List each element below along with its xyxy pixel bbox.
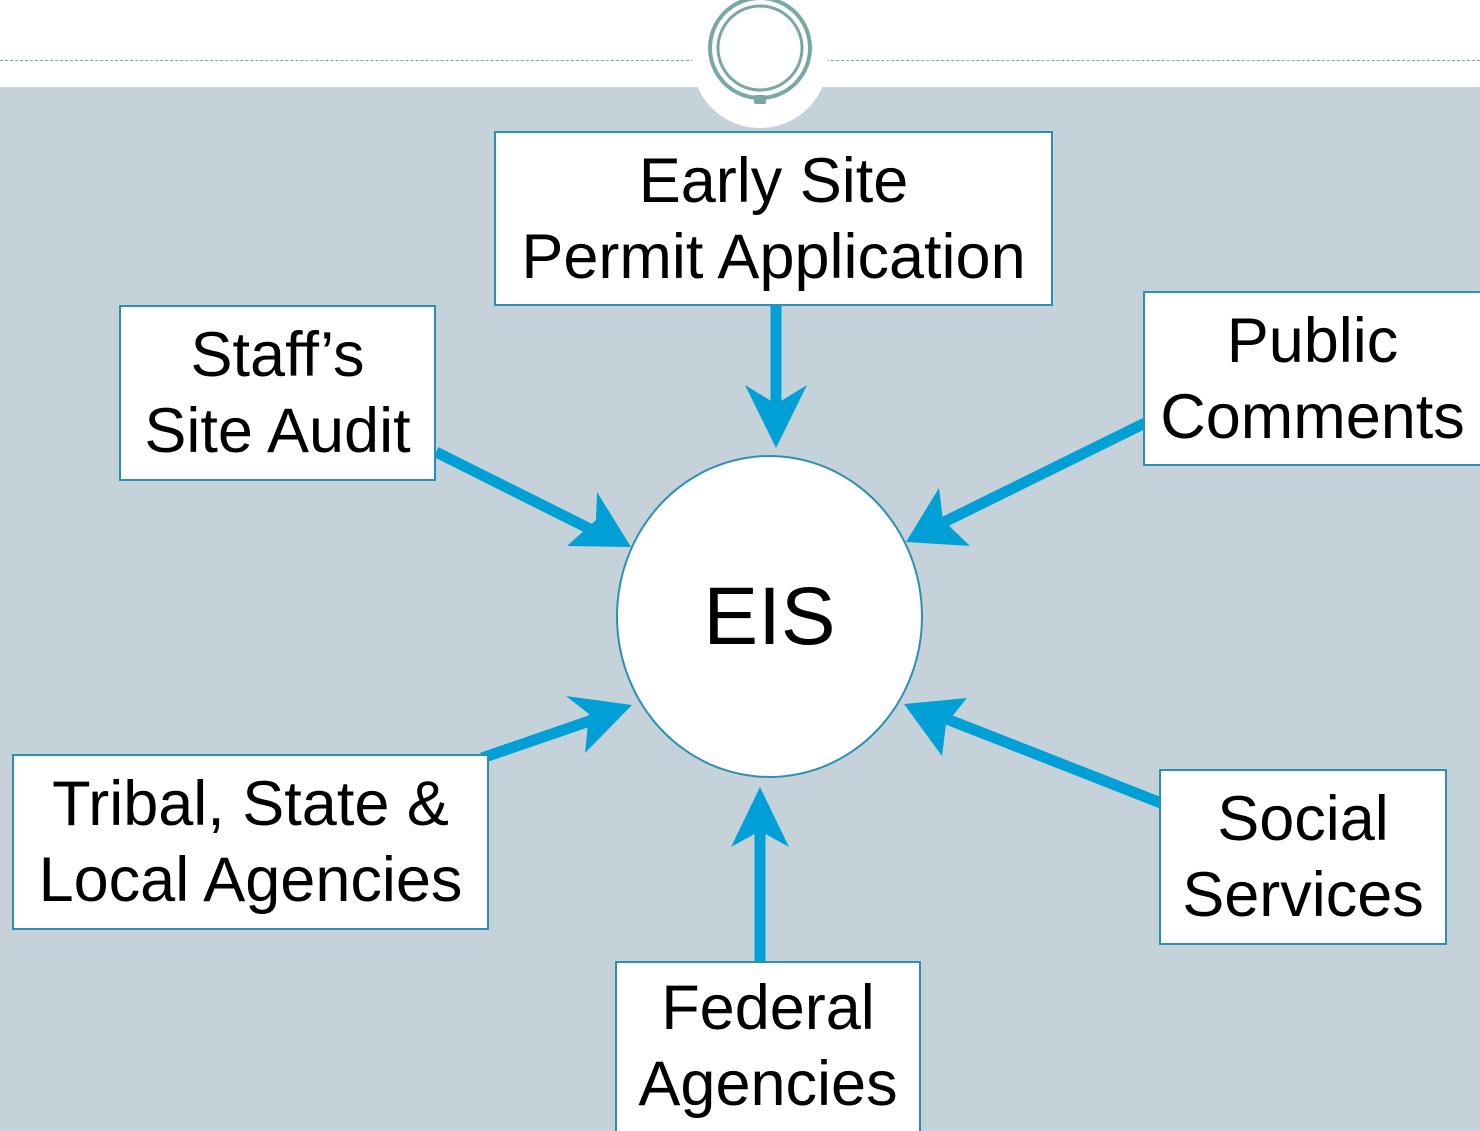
arrowhead-tribal-agencies (566, 696, 632, 753)
node-eis-center: EIS (616, 455, 923, 778)
node-tribal-agencies-line1: Tribal, State & (52, 769, 449, 839)
arrow-tribal-agencies-to-eis (480, 710, 606, 764)
eis-label: EIS (703, 570, 836, 662)
node-early-site-permit-application: Early Site Permit Application (494, 131, 1053, 306)
node-tribal-agencies-line2: Local Agencies (38, 845, 463, 915)
arrowhead-staff-audit (567, 492, 631, 547)
arrow-public-comments-to-eis (929, 418, 1148, 533)
node-public-comments-line2: Comments (1160, 381, 1465, 452)
node-early-site-line2: Permit Application (521, 221, 1026, 292)
node-early-site-line1: Early Site (638, 145, 909, 216)
arrow-staff-audit-to-eis (433, 447, 607, 541)
node-public-comments: Public Comments (1143, 291, 1480, 466)
arrow-social-services-to-eis (931, 708, 1164, 809)
node-federal-agencies: Federal Agencies (615, 961, 921, 1131)
node-federal-agencies-line1: Federal (661, 973, 875, 1043)
node-staff-audit-line1: Staff’s (190, 320, 365, 390)
node-social-services: Social Services (1159, 769, 1447, 945)
node-staff-site-audit: Staff’s Site Audit (119, 305, 436, 481)
node-staff-audit-line2: Site Audit (144, 396, 411, 466)
arrowhead-federal-agencies (731, 787, 789, 847)
node-public-comments-line1: Public (1226, 305, 1399, 376)
arrowhead-social-services (904, 698, 967, 756)
arrowhead-public-comments (906, 488, 970, 546)
node-tribal-state-local-agencies: Tribal, State & Local Agencies (12, 754, 489, 930)
ring-ornament-icon (692, 0, 828, 128)
node-social-services-line1: Social (1217, 784, 1389, 854)
arrowhead-early-site (745, 385, 807, 448)
node-social-services-line2: Services (1182, 860, 1424, 930)
node-federal-agencies-line2: Agencies (638, 1049, 898, 1119)
